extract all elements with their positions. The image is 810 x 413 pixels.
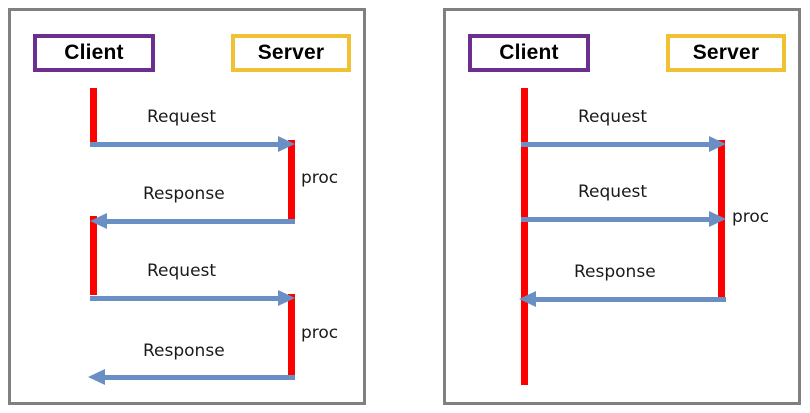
actor-box-server[interactable]: Server bbox=[666, 34, 786, 72]
arrow-head-left-icon bbox=[519, 291, 536, 307]
arrow-head-left-icon bbox=[90, 213, 107, 229]
message-label-response-1: Response bbox=[143, 184, 225, 204]
arrow-head-right-icon bbox=[278, 136, 295, 152]
arrow-head-right-icon bbox=[278, 290, 295, 306]
lifeline-client-activation-2 bbox=[90, 216, 97, 295]
arrow-head-right-icon bbox=[709, 136, 726, 152]
arrow-shaft bbox=[534, 297, 726, 302]
sequence-diagram-panel-left: Client Server Request Response Request bbox=[8, 8, 366, 405]
arrow-shaft bbox=[103, 375, 295, 380]
message-label-request-1: Request bbox=[147, 107, 217, 127]
message-label-request-2: Request bbox=[578, 182, 648, 202]
arrow-head-left-icon bbox=[88, 369, 105, 385]
sequence-diagram-panel-right: Client Server Request Request Response p… bbox=[443, 8, 801, 405]
activation-label-proc-1: proc bbox=[301, 168, 339, 188]
lifeline-server-activation-2 bbox=[288, 294, 295, 376]
arrow-shaft bbox=[90, 296, 280, 301]
message-label-response-1: Response bbox=[574, 262, 656, 282]
message-label-response-2: Response bbox=[143, 341, 225, 361]
arrow-shaft bbox=[105, 219, 295, 224]
arrow-head-right-icon bbox=[709, 211, 726, 227]
lifeline-client-activation-1 bbox=[90, 88, 97, 145]
message-label-request-1: Request bbox=[578, 107, 648, 127]
activation-label-proc-2: proc bbox=[301, 323, 339, 343]
actor-box-client[interactable]: Client bbox=[468, 34, 590, 72]
arrow-shaft bbox=[521, 217, 711, 222]
actor-box-server[interactable]: Server bbox=[231, 34, 351, 72]
lifeline-server-activation-1 bbox=[288, 140, 295, 219]
arrow-shaft bbox=[90, 142, 280, 147]
lifeline-client-activation-1 bbox=[521, 88, 528, 385]
actor-box-client[interactable]: Client bbox=[33, 34, 155, 72]
arrow-shaft bbox=[521, 142, 711, 147]
activation-label-proc-1: proc bbox=[732, 207, 770, 227]
message-label-request-2: Request bbox=[147, 261, 217, 281]
